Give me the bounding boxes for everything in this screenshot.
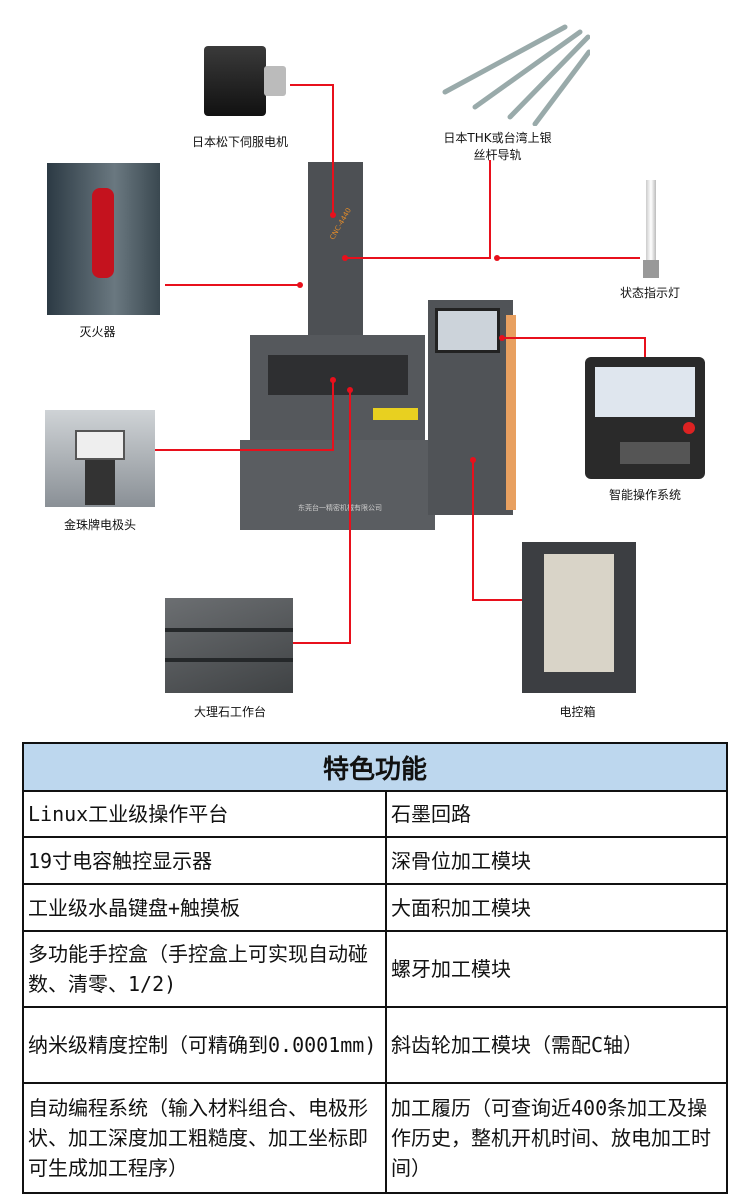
label-fire-extinguisher: 灭火器: [79, 325, 116, 339]
table-cell: 工业级水晶键盘+触摸板: [22, 883, 387, 932]
table-cell: 多功能手控盒（手控盒上可实现自动碰数、清零、1/2): [22, 930, 387, 1008]
label-status-light: 状态指示灯: [619, 286, 680, 300]
table-row: 工业级水晶键盘+触摸板大面积加工模块: [22, 883, 728, 932]
table-row: 纳米级精度控制（可精确到0.0001mm)斜齿轮加工模块（需配C轴）: [22, 1006, 728, 1084]
label-servo-motor: 日本松下伺服电机: [191, 135, 288, 149]
edm-machine: CNC-4440 东莞台一精密机械有限公司: [238, 160, 523, 545]
electrode-head-photo: [45, 410, 155, 507]
ballscrew-photo: [440, 22, 590, 126]
table-cell: 大面积加工模块: [385, 883, 728, 932]
electric-cabinet-photo: [522, 542, 636, 693]
status-light-photo: [640, 180, 662, 280]
company-text: 东莞台一精密机械有限公司: [298, 504, 382, 512]
servo-motor-photo: [198, 38, 290, 126]
table-title: 特色功能: [22, 742, 728, 792]
table-row: Linux工业级操作平台石墨回路: [22, 790, 728, 838]
marble-table-photo: [165, 598, 293, 693]
table-cell: 深骨位加工模块: [385, 836, 728, 885]
label-ballscrew-line2: 丝杆导轨: [473, 148, 522, 162]
table-row: 自动编程系统（输入材料组合、电极形状、加工深度加工粗糙度、加工坐标即可生成加工程…: [22, 1082, 728, 1194]
label-marble-table: 大理石工作台: [193, 705, 266, 719]
table-cell: 加工履历（可查询近400条加工及操作历史，整机开机时间、放电加工时间）: [385, 1082, 728, 1194]
table-cell: 19寸电容触控显示器: [22, 836, 387, 885]
table-cell: 石墨回路: [385, 790, 728, 838]
fire-extinguisher-photo: [47, 163, 160, 315]
label-electric-cabinet: 电控箱: [559, 705, 596, 719]
table-cell: 螺牙加工模块: [385, 930, 728, 1008]
label-electrode-head: 金珠牌电极头: [63, 518, 136, 532]
table-cell: 纳米级精度控制（可精确到0.0001mm): [22, 1006, 387, 1084]
table-cell: 自动编程系统（输入材料组合、电极形状、加工深度加工粗糙度、加工坐标即可生成加工程…: [22, 1082, 387, 1194]
table-row: 19寸电容触控显示器深骨位加工模块: [22, 836, 728, 885]
table-row: 多功能手控盒（手控盒上可实现自动碰数、清零、1/2)螺牙加工模块: [22, 930, 728, 1008]
label-ballscrew-line1: 日本THK或台湾上银: [443, 131, 552, 145]
operating-system-photo: [585, 357, 705, 479]
label-operating-system: 智能操作系统: [608, 488, 681, 502]
features-table: 特色功能 Linux工业级操作平台石墨回路 19寸电容触控显示器深骨位加工模块 …: [22, 742, 728, 1194]
leader-lines: [155, 84, 646, 644]
table-cell: 斜齿轮加工模块（需配C轴）: [385, 1006, 728, 1084]
table-cell: Linux工业级操作平台: [22, 790, 387, 838]
